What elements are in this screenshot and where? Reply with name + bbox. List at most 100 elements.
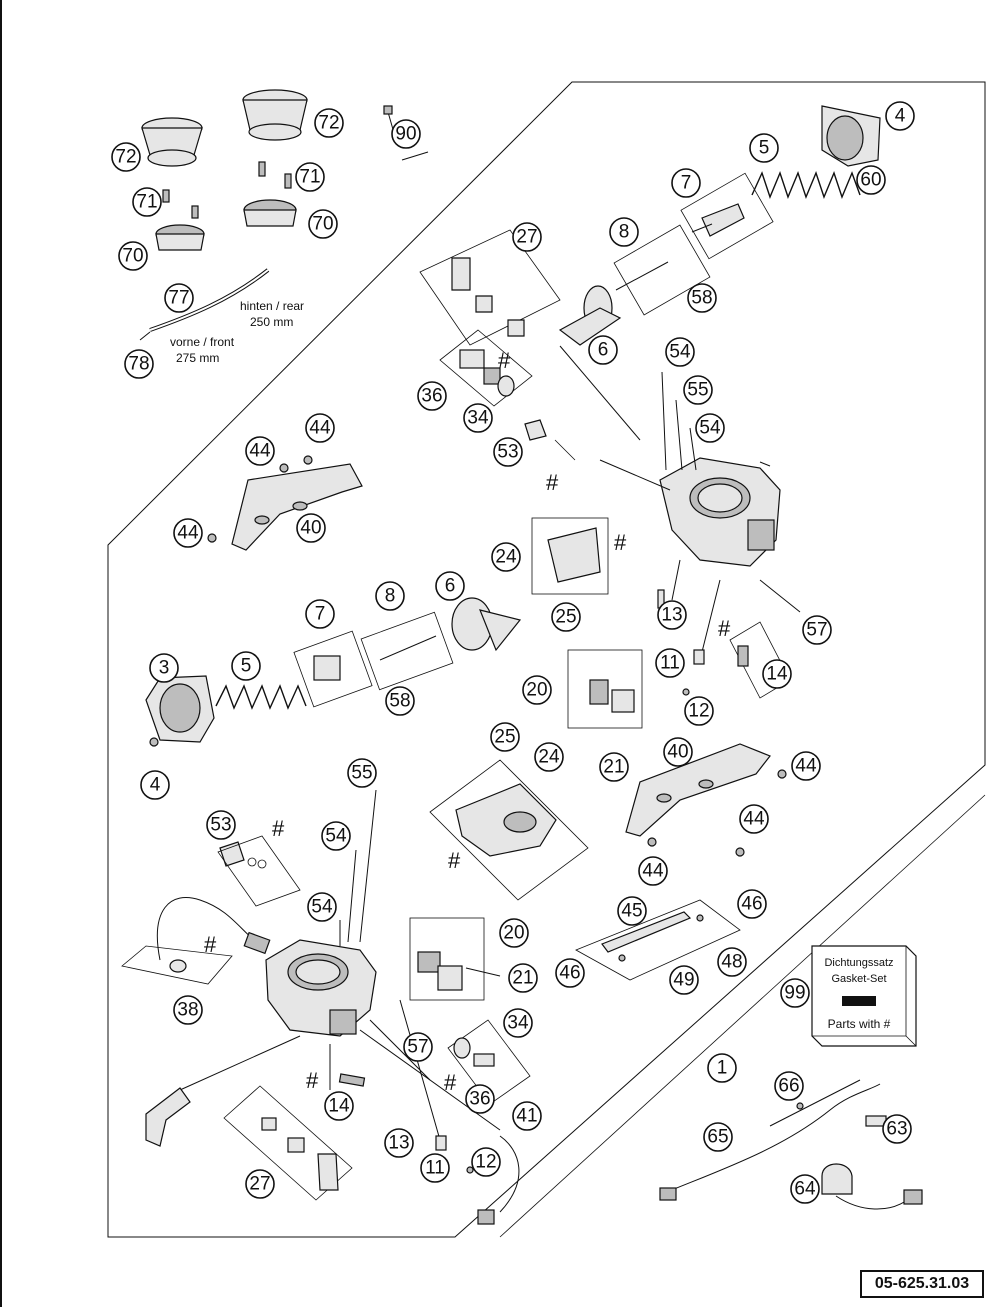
svg-text:34: 34 [467, 408, 489, 429]
callout-8: 8 [375, 581, 405, 611]
svg-text:38: 38 [177, 1000, 198, 1021]
callout-27: 27 [512, 222, 542, 252]
callout-70: 70 [118, 241, 148, 271]
svg-text:53: 53 [210, 815, 231, 836]
callout-3: 3 [149, 653, 179, 683]
svg-text:20: 20 [503, 923, 524, 944]
callout-54: 54 [695, 413, 725, 443]
svg-text:25: 25 [555, 607, 576, 628]
carburetor-body-upper [531, 345, 801, 729]
svg-text:4: 4 [150, 775, 161, 796]
sensor-cable-set [659, 1079, 923, 1210]
svg-text:44: 44 [795, 756, 817, 777]
svg-text:54: 54 [311, 897, 333, 918]
svg-text:13: 13 [661, 605, 682, 626]
callout-25: 25 [551, 602, 581, 632]
callout-11: 11 [420, 1153, 450, 1183]
hash-marker: # [546, 470, 559, 495]
callout-53: 53 [206, 810, 236, 840]
hash-markers: # # # # # # # # # [204, 348, 731, 1095]
top-carb-upper-parts [419, 105, 881, 461]
callout-24: 24 [534, 742, 564, 772]
callout-7: 7 [305, 599, 335, 629]
rear-hose-length: 250 mm [250, 315, 293, 329]
callout-44: 44 [173, 518, 203, 548]
svg-text:5: 5 [759, 138, 770, 159]
svg-text:48: 48 [721, 952, 742, 973]
callout-99: 99 [780, 978, 810, 1008]
svg-text:3: 3 [159, 658, 170, 679]
svg-text:12: 12 [688, 701, 709, 722]
callout-20: 20 [499, 918, 529, 948]
svg-text:65: 65 [707, 1127, 728, 1148]
svg-text:36: 36 [469, 1089, 490, 1110]
hash-marker: # [614, 530, 627, 555]
callout-44: 44 [638, 856, 668, 886]
svg-text:54: 54 [325, 826, 347, 847]
callout-12: 12 [471, 1147, 501, 1177]
callout-57: 57 [802, 615, 832, 645]
mounting-bracket-lower [625, 743, 787, 857]
callout-44: 44 [305, 413, 335, 443]
callout-40: 40 [663, 737, 693, 767]
callout-38: 38 [173, 995, 203, 1025]
callout-1: 1 [707, 1053, 737, 1083]
rear-hose-label: hinten / rear [240, 299, 304, 313]
svg-text:54: 54 [669, 342, 691, 363]
callout-78: 78 [124, 349, 154, 379]
hash-marker: # [272, 816, 285, 841]
hash-marker: # [444, 1070, 457, 1095]
gasket-set-label-de: Dichtungssatz [824, 957, 893, 969]
svg-text:24: 24 [538, 747, 560, 768]
svg-text:60: 60 [860, 170, 881, 191]
svg-text:34: 34 [507, 1013, 529, 1034]
gasket-set-label-en: Gasket-Set [831, 973, 886, 985]
callout-21: 21 [508, 963, 538, 993]
callout-5: 5 [231, 651, 261, 681]
callout-48: 48 [717, 947, 747, 977]
callout-14: 14 [324, 1091, 354, 1121]
svg-text:57: 57 [407, 1037, 428, 1058]
hash-marker: # [718, 616, 731, 641]
callout-6: 6 [435, 571, 465, 601]
svg-text:44: 44 [177, 523, 199, 544]
svg-text:36: 36 [421, 386, 442, 407]
svg-text:71: 71 [136, 192, 157, 213]
svg-text:71: 71 [299, 167, 320, 188]
svg-text:7: 7 [315, 604, 326, 625]
svg-text:46: 46 [741, 894, 762, 915]
callout-14: 14 [762, 659, 792, 689]
svg-text:14: 14 [328, 1096, 350, 1117]
svg-text:58: 58 [389, 691, 410, 712]
callout-44: 44 [791, 751, 821, 781]
callout-71: 71 [132, 187, 162, 217]
callout-27: 27 [245, 1169, 275, 1199]
page-left-rule [0, 0, 2, 1307]
callout-24: 24 [491, 542, 521, 572]
callout-70: 70 [308, 209, 338, 239]
callout-63: 63 [882, 1114, 912, 1144]
svg-text:72: 72 [115, 147, 136, 168]
svg-text:24: 24 [495, 547, 517, 568]
callout-55: 55 [683, 375, 713, 405]
svg-text:64: 64 [794, 1179, 816, 1200]
svg-text:27: 27 [249, 1174, 270, 1195]
gasket-set-box: Dichtungssatz Gasket-Set Parts with # [811, 945, 917, 1047]
svg-text:55: 55 [351, 763, 372, 784]
callout-7: 7 [671, 168, 701, 198]
svg-text:54: 54 [699, 418, 721, 439]
svg-text:21: 21 [603, 757, 624, 778]
hash-marker: # [204, 932, 217, 957]
callout-49: 49 [669, 965, 699, 995]
lever-parts [575, 899, 741, 981]
svg-text:78: 78 [128, 354, 149, 375]
ktm-logo-icon [842, 996, 876, 1006]
callout-41: 41 [512, 1101, 542, 1131]
hash-marker: # [448, 848, 461, 873]
hash-marker: # [306, 1068, 319, 1093]
callout-72: 72 [111, 142, 141, 172]
callout-44: 44 [739, 804, 769, 834]
svg-text:45: 45 [621, 901, 642, 922]
callout-54: 54 [665, 337, 695, 367]
